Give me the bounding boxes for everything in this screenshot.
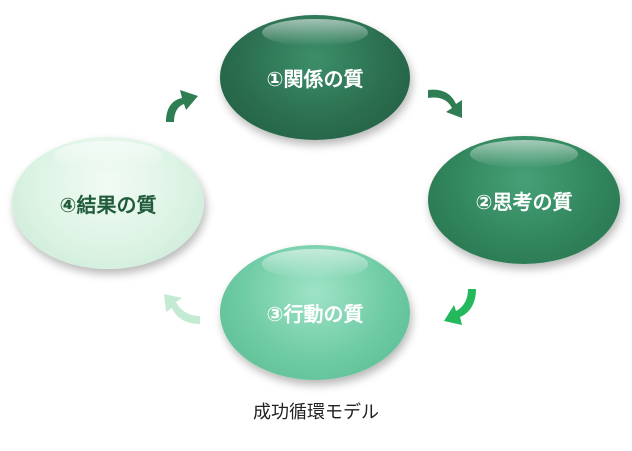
node-label: ①関係の質 [266,67,364,91]
node-label: ②思考の質 [475,189,573,214]
curved-arrow-icon [166,90,198,122]
diagram-caption: 成功循環モデル [253,402,379,423]
curved-arrow-icon [444,289,476,325]
node-result-quality: ④結果の質 [12,137,204,269]
curved-arrow-icon [164,294,200,324]
curved-arrow-icon [428,89,462,118]
node-action-quality: ③行動の質 [220,245,410,380]
node-label: ③行動の質 [266,302,364,326]
node-label: ④結果の質 [59,192,157,217]
node-thinking-quality: ②思考の質 [428,136,620,264]
node-relationship-quality: ①関係の質 [220,15,410,140]
